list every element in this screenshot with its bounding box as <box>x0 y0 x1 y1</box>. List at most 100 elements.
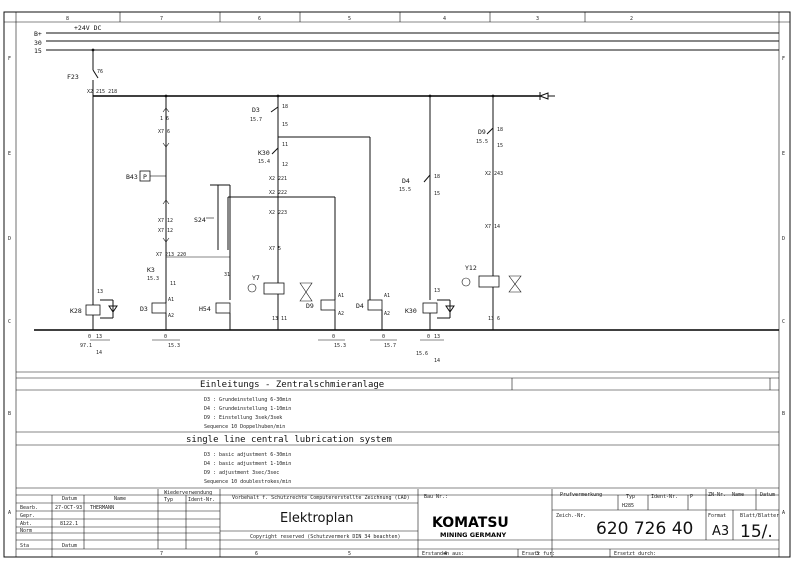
svg-text:D4 : Grundeinstellung 1-10min: D4 : Grundeinstellung 1-10min <box>204 406 291 412</box>
b43-label: B43 <box>126 173 138 181</box>
svg-text:97.1: 97.1 <box>80 343 92 349</box>
k30-coil-label: K30 <box>405 307 417 315</box>
svg-text:27-OCT-93: 27-OCT-93 <box>55 505 82 511</box>
d4-k30-branch: D4 15.5 18 15 K30 13 <box>399 96 455 330</box>
svg-text:13: 13 <box>434 334 440 340</box>
svg-text:5: 5 <box>348 551 351 557</box>
svg-text:Wiederverwendung: Wiederverwendung <box>164 490 212 496</box>
column-labels: 8 7 6 5 4 3 2 <box>66 16 633 22</box>
sheet-number: 15/. <box>740 522 773 542</box>
svg-text:F: F <box>8 56 11 62</box>
col-label: 7 <box>160 16 163 22</box>
svg-text:15.5: 15.5 <box>476 139 488 145</box>
svg-text:Datum: Datum <box>62 496 77 502</box>
svg-text:X7 5: X7 5 <box>269 246 281 252</box>
svg-text:18: 18 <box>497 127 503 133</box>
svg-text:Copyright reserved (Schutzverm: Copyright reserved (Schutzvermerk DIN 34… <box>250 534 401 540</box>
svg-text:6: 6 <box>255 551 258 557</box>
title-block: Datum Name Bearb. 27-OCT-93 THERMANN Gep… <box>16 489 779 557</box>
svg-text:Name: Name <box>114 496 126 502</box>
svg-text:X2 223: X2 223 <box>269 210 287 216</box>
description-area: Einleitungs - Zentralschmieranlage D3 : … <box>16 371 779 489</box>
svg-text:C: C <box>782 319 785 325</box>
svg-text:7: 7 <box>160 551 163 557</box>
drawing-number: 620 726 40 <box>596 519 693 539</box>
col-label: 8 <box>66 16 69 22</box>
svg-text:Vorbehalt f. Schutzrechte Com: Vorbehalt f. Schutzrechte Computererstel… <box>232 495 410 501</box>
svg-text:Sta: Sta <box>20 543 29 549</box>
svg-text:14: 14 <box>434 358 440 364</box>
svg-text:15.7: 15.7 <box>384 343 396 349</box>
svg-text:Ersatz fur:: Ersatz fur: <box>522 551 555 557</box>
svg-text:0: 0 <box>382 334 385 340</box>
svg-text:X2 222: X2 222 <box>269 190 287 196</box>
cross-references: 0 13 97.1 14 0 15.3 0 15.3 0 15.7 0 13 1… <box>80 334 444 364</box>
row-labels: A B C D E F A B C D E F <box>8 56 785 516</box>
svg-text:X7 213 220: X7 213 220 <box>156 252 186 258</box>
svg-text:MINING GERMANY: MINING GERMANY <box>440 531 507 539</box>
svg-text:3: 3 <box>536 551 539 557</box>
svg-text:Ersetzt durch:: Ersetzt durch: <box>614 551 656 557</box>
b43-d3-branch: 1 6 X7 6 P B43 X7 12 X7 12 X7 213 220 K3… <box>126 96 186 330</box>
col-label: 6 <box>258 16 261 22</box>
svg-text:Norm: Norm <box>20 528 32 534</box>
svg-text:Blatt/Blatter: Blatt/Blatter <box>740 513 779 519</box>
d9-coil-label: D9 <box>306 302 314 310</box>
col-label: 3 <box>536 16 539 22</box>
svg-text:0: 0 <box>427 334 430 340</box>
svg-text:H285: H285 <box>622 503 634 509</box>
svg-text:15: 15 <box>434 191 440 197</box>
svg-text:E: E <box>8 151 11 157</box>
s24-label: S24 <box>194 216 206 224</box>
drawing-frame <box>3 11 791 558</box>
svg-text:12: 12 <box>282 162 288 168</box>
svg-text:X2 243: X2 243 <box>485 171 503 177</box>
svg-text:4: 4 <box>444 551 447 557</box>
svg-text:15.5: 15.5 <box>399 187 411 193</box>
svg-text:15.4: 15.4 <box>258 159 270 165</box>
svg-text:D3 : Grundeinstellung 6-30min: D3 : Grundeinstellung 6-30min <box>204 397 291 403</box>
d9-top-label: D9 <box>478 128 486 136</box>
svg-text:15.3: 15.3 <box>168 343 180 349</box>
en-heading: single line central lubrication system <box>186 435 392 445</box>
d4-coil-label: D4 <box>356 302 364 310</box>
svg-text:X2 221: X2 221 <box>269 176 287 182</box>
d3-top-label: D3 <box>252 106 260 114</box>
svg-text:P: P <box>690 494 693 500</box>
svg-text:Zeich.-Nr.: Zeich.-Nr. <box>556 513 586 519</box>
svg-text:Sequence 10 Doppelhuben/min: Sequence 10 Doppelhuben/min <box>204 424 285 430</box>
svg-text:15.3: 15.3 <box>147 276 159 282</box>
svg-text:Gepr.: Gepr. <box>20 513 35 519</box>
svg-text:D9 : adjustment 3sec/3sec: D9 : adjustment 3sec/3sec <box>204 470 279 476</box>
rail-15: 15 <box>34 47 42 55</box>
svg-text:A1: A1 <box>338 293 344 299</box>
y12-label: Y12 <box>465 264 477 272</box>
dc-label: +24V DC <box>74 24 101 32</box>
svg-text:A2: A2 <box>168 313 174 319</box>
svg-text:15.7: 15.7 <box>250 117 262 123</box>
svg-text:Prufvermerkung: Prufvermerkung <box>560 492 602 498</box>
svg-text:Typ: Typ <box>164 497 173 503</box>
svg-text:THERMANN: THERMANN <box>90 505 114 511</box>
svg-text:Typ: Typ <box>626 494 635 500</box>
drawing-title: Elektroplan <box>280 511 354 526</box>
svg-text:Erstanden aus:: Erstanden aus: <box>422 551 464 557</box>
svg-text:15.6: 15.6 <box>416 351 428 357</box>
format-value: A3 <box>712 524 729 539</box>
svg-text:D3 : basic adjustment 6-30min: D3 : basic adjustment 6-30min <box>204 452 291 458</box>
svg-text:14: 14 <box>96 350 102 356</box>
svg-text:D: D <box>8 236 11 242</box>
svg-text:Name: Name <box>732 492 744 498</box>
svg-text:A2: A2 <box>384 311 390 317</box>
svg-text:13: 13 <box>97 289 103 295</box>
svg-text:76: 76 <box>97 69 103 75</box>
svg-text:8122.1: 8122.1 <box>60 521 78 527</box>
svg-text:0: 0 <box>164 334 167 340</box>
svg-text:Ident-Nr.: Ident-Nr. <box>651 494 678 500</box>
svg-text:X7 6: X7 6 <box>158 129 170 135</box>
d3-k30-y7-branch: D3 15.7 18 15 K30 15.4 11 12 X2 221 X2 2… <box>227 96 370 330</box>
svg-text:E: E <box>782 151 785 157</box>
col-label: 2 <box>630 16 633 22</box>
k3-label: K3 <box>147 266 155 274</box>
